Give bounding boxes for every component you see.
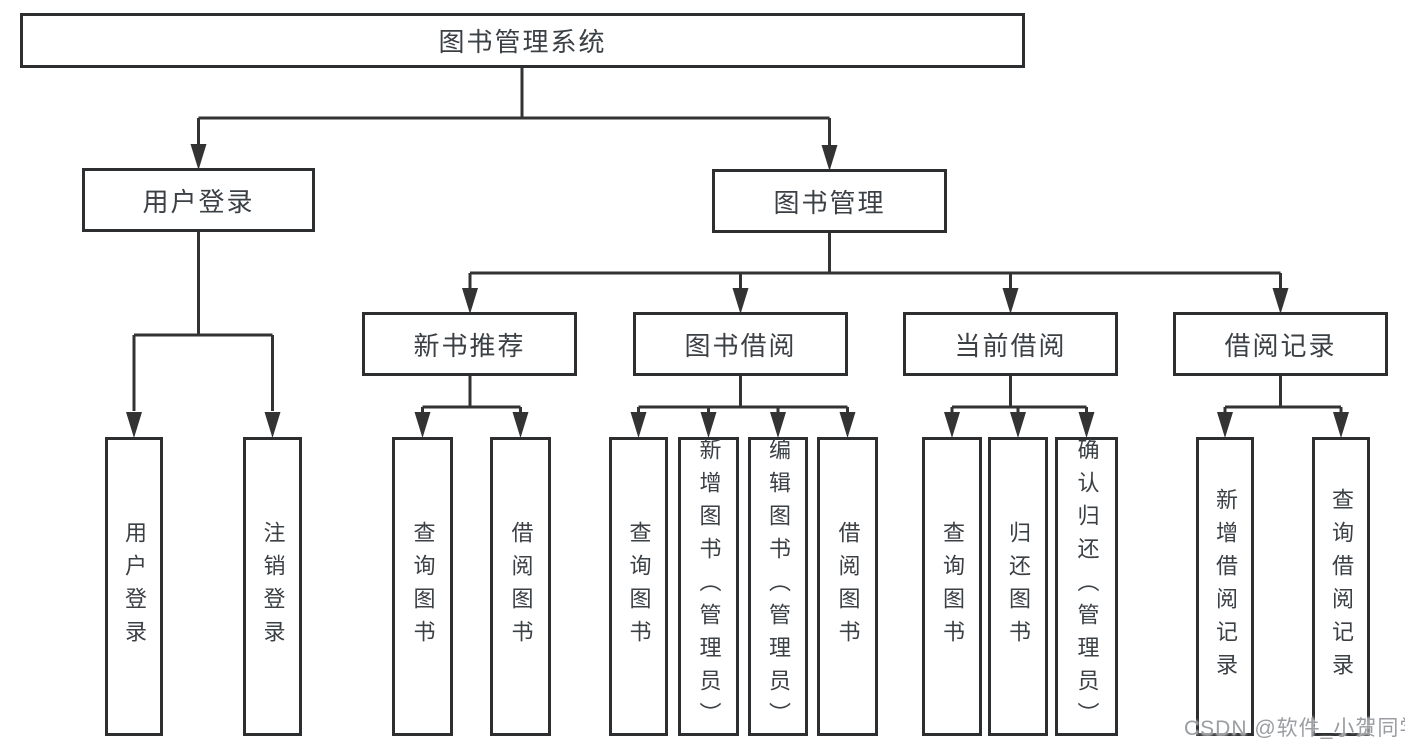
node-root-system: 图书管理系统 xyxy=(20,13,1025,68)
node-borrowing-records: 借阅记录 xyxy=(1173,312,1388,376)
leaf-cb-query-books: 查询图书 xyxy=(922,437,982,736)
leaf-bb-borrow-books: 借阅图书 xyxy=(817,437,878,736)
leaf-bb-edit-books-admin: 编辑图书（管理员） xyxy=(748,437,808,736)
leaf-nb-query-books: 查询图书 xyxy=(392,437,453,736)
node-user-login: 用户登录 xyxy=(82,168,315,232)
node-current-borrowing: 当前借阅 xyxy=(903,312,1118,376)
leaf-br-query-record: 查询借阅记录 xyxy=(1312,437,1370,736)
csdn-watermark: CSDN @软件_小贺同学 xyxy=(1184,717,1405,740)
node-book-borrowing: 图书借阅 xyxy=(633,312,848,376)
leaf-bb-add-books-admin: 新增图书（管理员） xyxy=(678,437,739,736)
node-new-book-recommend: 新书推荐 xyxy=(362,312,577,376)
leaf-bb-query-books: 查询图书 xyxy=(609,437,668,736)
leaf-logout: 注销登录 xyxy=(243,437,302,736)
node-book-management: 图书管理 xyxy=(712,169,947,233)
leaf-cb-confirm-return-admin: 确认归还（管理员） xyxy=(1055,437,1118,736)
leaf-cb-return-books: 归还图书 xyxy=(988,437,1048,736)
leaf-user-login: 用户登录 xyxy=(105,437,163,736)
leaf-nb-borrow-books: 借阅图书 xyxy=(490,437,551,736)
leaf-br-add-record: 新增借阅记录 xyxy=(1196,437,1254,736)
